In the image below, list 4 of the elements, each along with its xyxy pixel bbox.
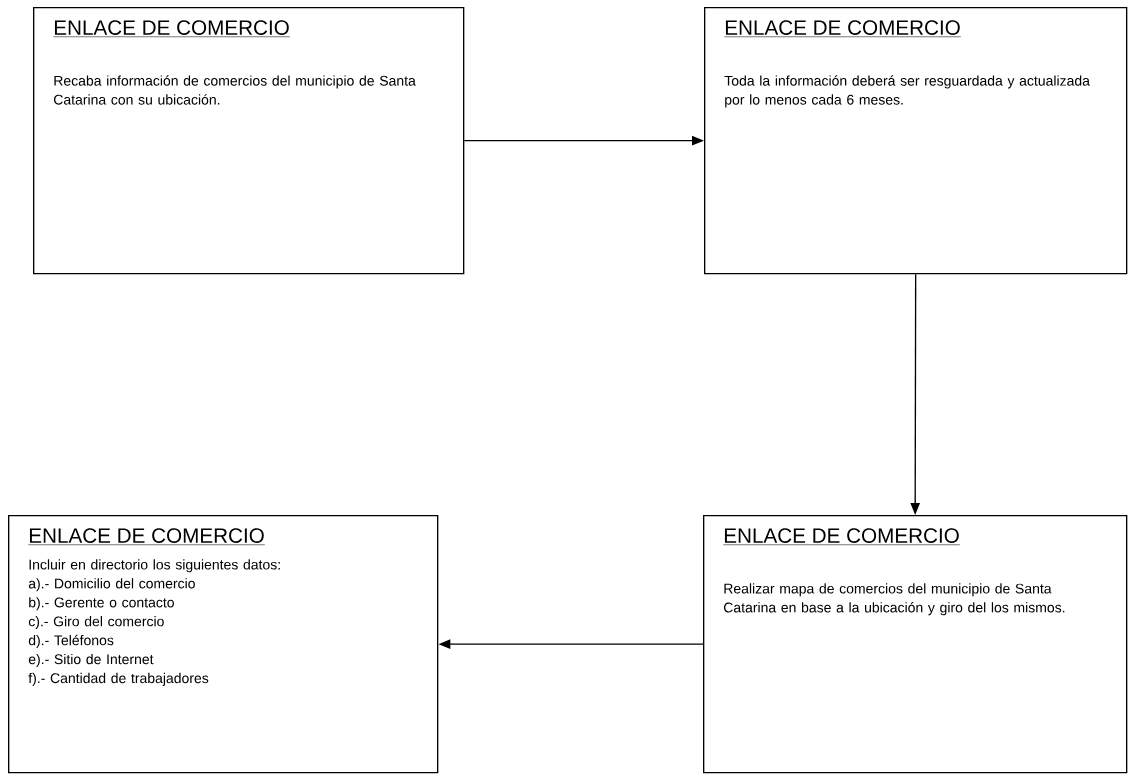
process-box: ENLACE DE COMERCIO Toda la información deberá ser resguardada y actualizada por lo menos cada 6 meses.: [704, 7, 1128, 275]
process-box: ENLACE DE COMERCIO Recaba información de comercios del municipio de Santa Catarina con su ubicación.: [33, 7, 465, 275]
process-box: ENLACE DE COMERCIO Realizar mapa de comercios del municipio de Santa Catarina en base a la ubicación y giro del los mismos.: [703, 515, 1128, 774]
process-box: ENLACE DE COMERCIO Incluir en directorio los siguientes datos: a).- Domicilio del comercio b).- Gerente o contacto c).- Giro del comercio d).- Teléfonos e).- Sitio de Internet f).- Cantidad de trabajadores: [8, 515, 439, 774]
